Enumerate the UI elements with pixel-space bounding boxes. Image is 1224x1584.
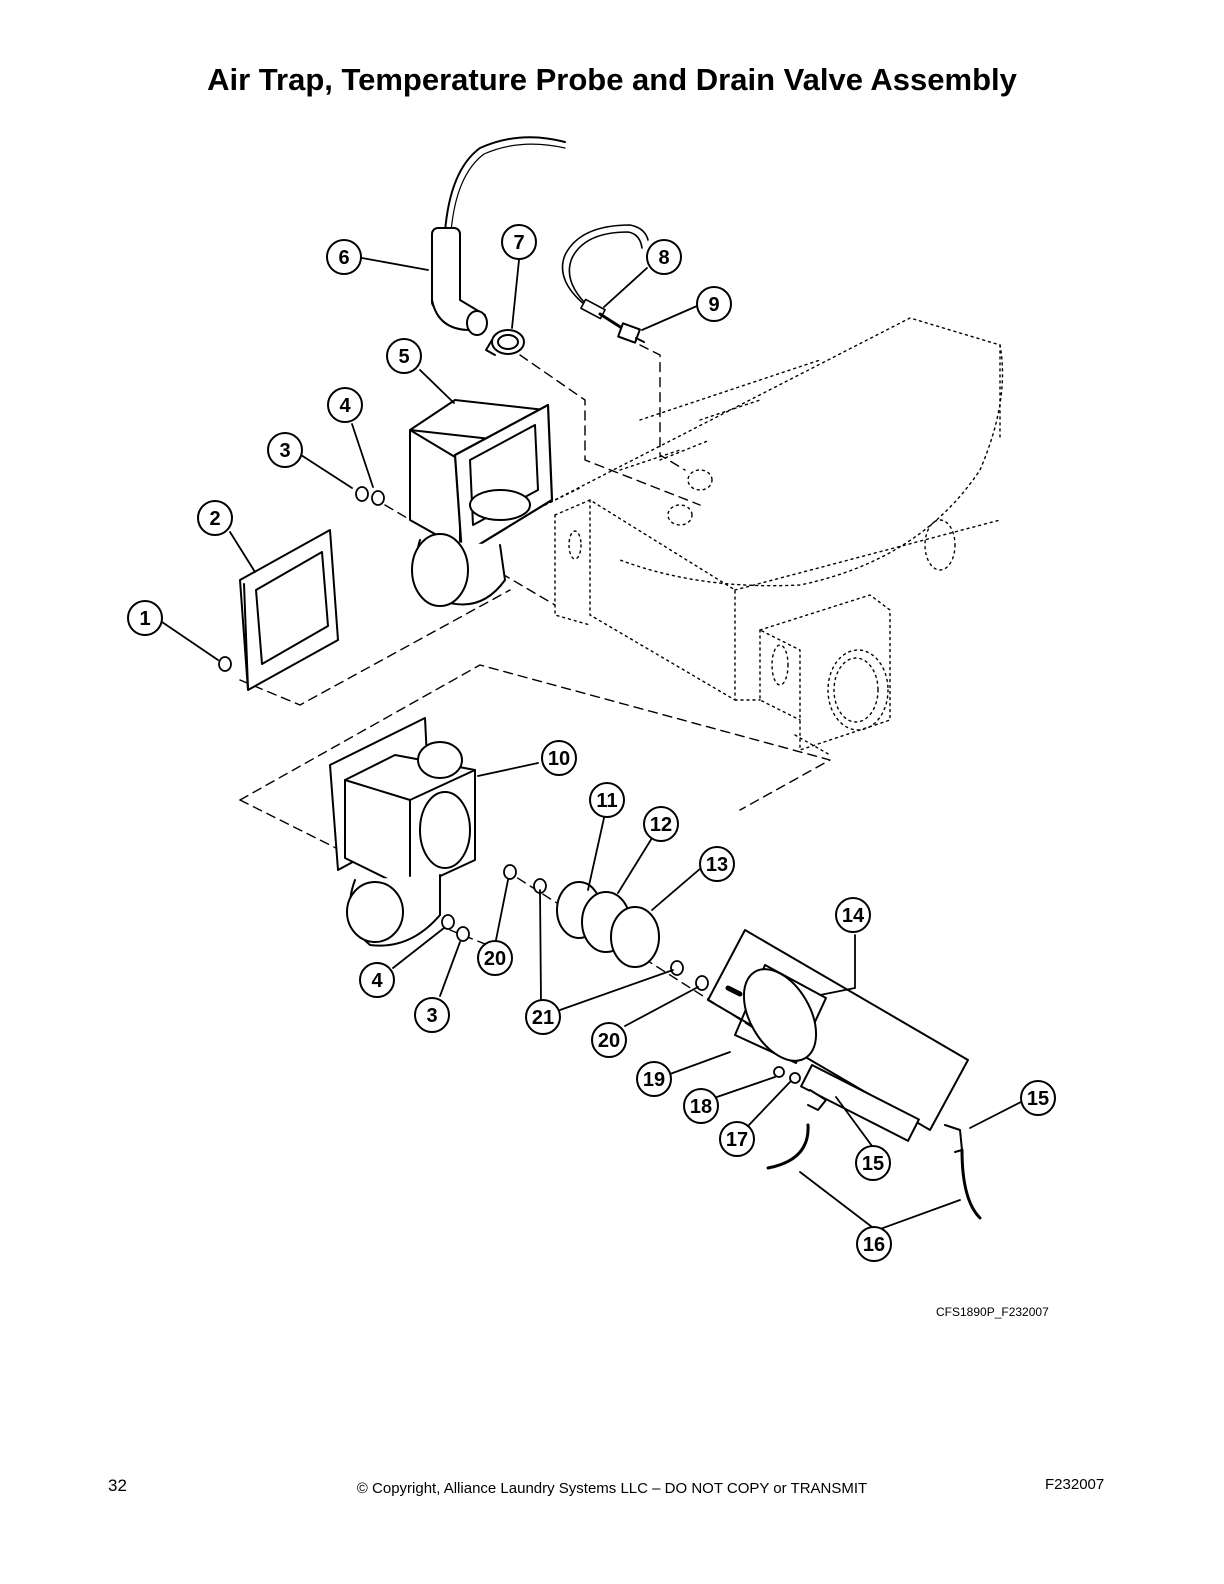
page-number: 32 (108, 1476, 127, 1495)
callout-circle (589, 782, 625, 818)
callout-circle (327, 387, 363, 423)
callout-label: 15 (1027, 1088, 1049, 1110)
callout-label: 8 (658, 247, 669, 269)
callout-11: 11 (589, 782, 625, 818)
callout-20: 20 (477, 940, 513, 976)
callout-circle (197, 500, 233, 536)
drain-valve-kit (707, 929, 969, 1142)
callout-circle (477, 940, 513, 976)
small-nuts (218, 486, 801, 1084)
callout-label: 7 (513, 232, 524, 254)
callout-4: 4 (359, 962, 395, 998)
callout-21: 21 (525, 999, 561, 1035)
callout-circle (646, 239, 682, 275)
callout-19: 19 (636, 1061, 672, 1097)
callout-17: 17 (719, 1121, 755, 1157)
callout-label: 15 (862, 1153, 884, 1175)
callout-circle (636, 1061, 672, 1097)
callout-circle (855, 1145, 891, 1181)
callout-6: 6 (326, 239, 362, 275)
callout-8: 8 (646, 239, 682, 275)
callout-label: 5 (398, 346, 409, 368)
lower-air-trap (329, 717, 476, 947)
callout-circle (591, 1022, 627, 1058)
gasket-plate (239, 529, 339, 691)
callout-3: 3 (414, 997, 450, 1033)
callout-circle (541, 740, 577, 776)
callout-label: 13 (706, 854, 728, 876)
callout-label: 17 (726, 1129, 748, 1151)
callout-16: 16 (856, 1226, 892, 1262)
hose-fittings (766, 1089, 982, 1220)
callout-15: 15 (1020, 1080, 1056, 1116)
copyright-notice: © Copyright, Alliance Laundry Systems LL… (356, 1480, 868, 1497)
callout-10: 10 (541, 740, 577, 776)
callout-label: 20 (484, 948, 506, 970)
callout-3: 3 (267, 432, 303, 468)
callout-circle (326, 239, 362, 275)
callout-circle (525, 999, 561, 1035)
callout-12: 12 (643, 806, 679, 842)
callout-18: 18 (683, 1088, 719, 1124)
drawing-id: CFS1890P_F232007 (936, 1305, 1049, 1319)
callout-circle (386, 338, 422, 374)
callout-1: 1 (127, 600, 163, 636)
machine-outline (544, 317, 1004, 756)
callout-label: 3 (426, 1005, 437, 1027)
callout-label: 2 (209, 508, 220, 530)
callout-4: 4 (327, 387, 363, 423)
callout-15: 15 (855, 1145, 891, 1181)
callout-5: 5 (386, 338, 422, 374)
callout-circle (501, 224, 537, 260)
callout-circle (719, 1121, 755, 1157)
callout-label: 21 (532, 1007, 554, 1029)
callout-label: 4 (371, 970, 383, 992)
callout-label: 11 (596, 790, 617, 812)
hose-clamp (485, 329, 525, 356)
callout-circle (696, 286, 732, 322)
callout-circle (267, 432, 303, 468)
callout-14: 14 (835, 897, 871, 933)
callout-label: 12 (650, 814, 672, 836)
callout-label: 10 (548, 748, 570, 770)
fitting (617, 322, 645, 344)
callout-circle (699, 846, 735, 882)
callout-20: 20 (591, 1022, 627, 1058)
valve-discs (556, 881, 660, 968)
callout-circle (127, 600, 163, 636)
callout-label: 3 (279, 440, 290, 462)
callout-circle (856, 1226, 892, 1262)
callout-7: 7 (501, 224, 537, 260)
callout-circle (414, 997, 450, 1033)
callout-label: 14 (842, 905, 865, 927)
page-title: Air Trap, Temperature Probe and Drain Va… (207, 62, 1017, 97)
callout-9: 9 (696, 286, 732, 322)
callout-label: 20 (598, 1030, 620, 1052)
callout-label: 18 (690, 1096, 712, 1118)
leader-lines (161, 257, 1022, 1233)
sensor-with-wires (561, 224, 649, 332)
document-number: F232007 (1045, 1476, 1105, 1493)
callout-label: 9 (708, 294, 719, 316)
callout-label: 4 (339, 395, 351, 417)
callout-13: 13 (699, 846, 735, 882)
callout-label: 1 (139, 608, 150, 630)
callout-circle (359, 962, 395, 998)
callout-2: 2 (197, 500, 233, 536)
callout-label: 6 (338, 247, 349, 269)
callout-label: 16 (863, 1234, 885, 1256)
callout-circle (683, 1088, 719, 1124)
upper-air-trap (409, 399, 554, 607)
callout-circle (835, 897, 871, 933)
callout-circle (643, 806, 679, 842)
temperature-probe (431, 136, 566, 336)
callout-circle (1020, 1080, 1056, 1116)
callout-label: 19 (643, 1069, 665, 1091)
